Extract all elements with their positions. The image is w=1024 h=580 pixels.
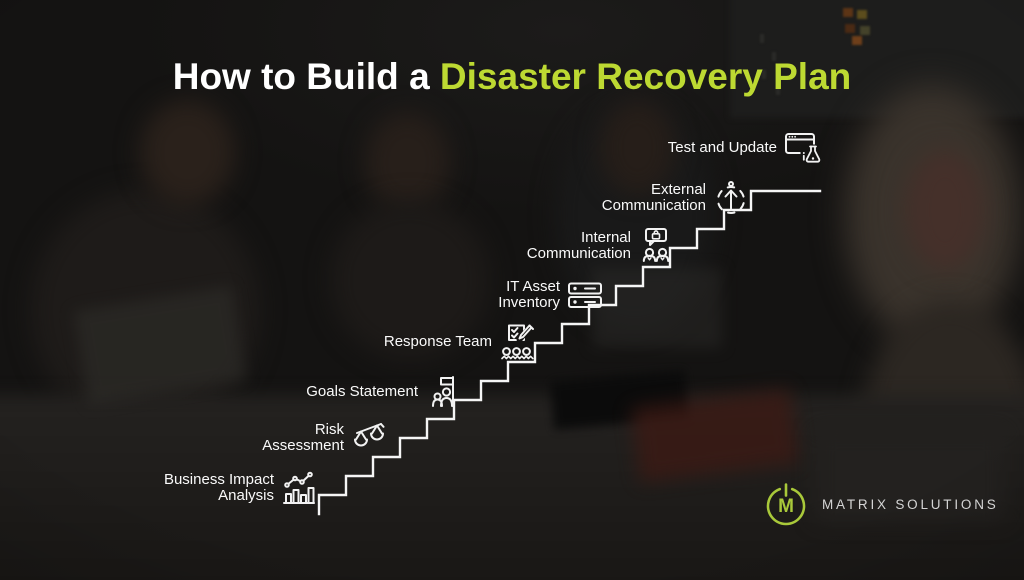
- step-label-line: Inventory: [498, 294, 560, 311]
- scales-icon: [354, 423, 385, 447]
- brand-logo: M MATRIX SOLUTIONS: [763, 481, 999, 527]
- step-label: Goals Statement: [280, 384, 418, 400]
- brand-name: MATRIX SOLUTIONS: [822, 496, 999, 512]
- step-label-line: Analysis: [218, 487, 274, 504]
- step-business-impact-analysis: Business Impact Analysis: [140, 468, 318, 508]
- step-label: External Communication: [570, 182, 706, 214]
- step-external-communication: External Communication: [570, 178, 750, 218]
- secure-chat-people-icon: [642, 228, 670, 262]
- step-label: Test and Update: [640, 140, 777, 156]
- step-risk-assessment: Risk Assessment: [210, 418, 388, 458]
- step-it-asset-inventory: IT Asset Inventory: [440, 275, 604, 315]
- title-highlight: Disaster Recovery Plan: [439, 56, 852, 97]
- server-icon: [568, 282, 602, 308]
- step-label-line: Communication: [601, 197, 706, 214]
- step-label-line: Risk: [314, 421, 344, 438]
- step-label-line: Goals Statement: [306, 383, 418, 400]
- team-checklist-icon: [501, 323, 535, 360]
- step-label-line: IT Asset: [506, 278, 560, 295]
- matrix-power-m-icon: M: [766, 483, 806, 526]
- arrow-up-dashed-circle-icon: [717, 181, 745, 214]
- step-label-line: Assessment: [262, 437, 344, 454]
- step-label-line: Test and Update: [667, 139, 777, 156]
- goal-flag-icon: [432, 376, 454, 407]
- step-label-line: External: [650, 181, 706, 198]
- step-internal-communication: Internal Communication: [495, 226, 675, 266]
- step-label-line: Communication: [526, 245, 631, 262]
- step-label-line: Response Team: [383, 333, 492, 350]
- step-response-team: Response Team: [360, 322, 536, 362]
- page-title: How to Build a Disaster Recovery Plan: [0, 56, 1024, 98]
- bar-chart-icon: [283, 471, 315, 504]
- step-label-line: Internal: [580, 229, 631, 246]
- step-test-and-update: Test and Update: [640, 128, 821, 168]
- logo-monogram: M: [778, 496, 794, 517]
- title-prefix: How to Build a: [172, 56, 440, 97]
- step-label: Internal Communication: [495, 230, 631, 262]
- step-label: Response Team: [360, 334, 492, 350]
- browser-test-icon: [785, 133, 821, 165]
- step-goals-statement: Goals Statement: [280, 372, 462, 412]
- step-label: IT Asset Inventory: [440, 279, 560, 311]
- step-label-line: Business Impact: [163, 471, 274, 488]
- step-label: Business Impact Analysis: [140, 472, 274, 504]
- step-label: Risk Assessment: [210, 422, 344, 454]
